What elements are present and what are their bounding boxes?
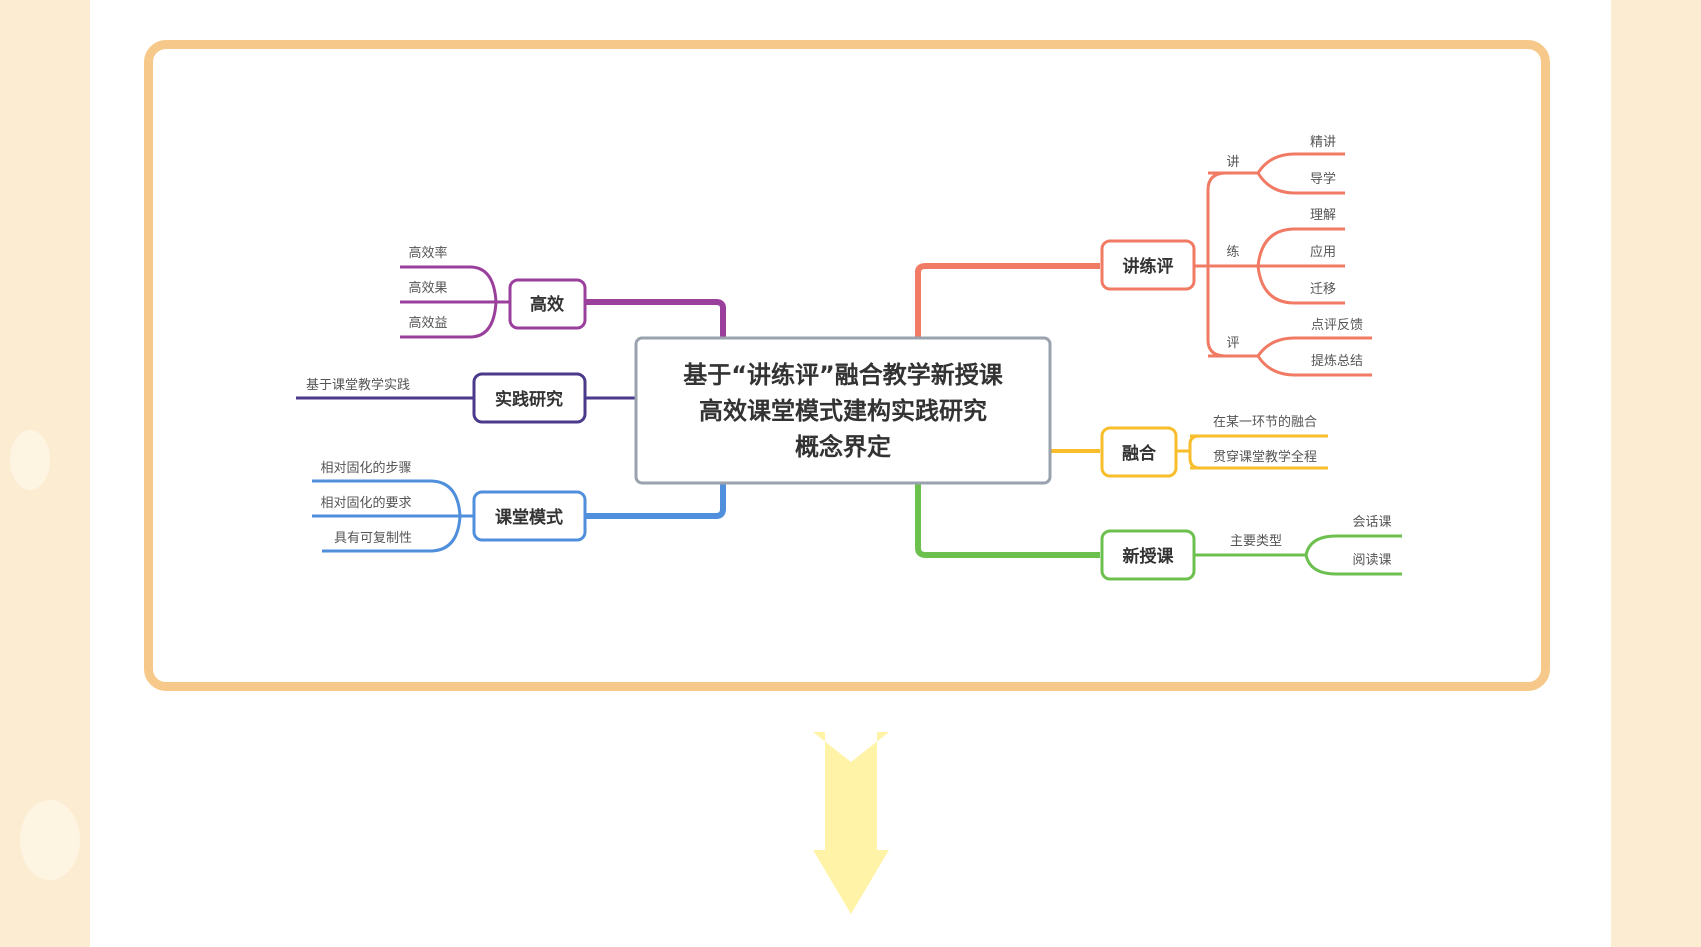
- node-ping: 评: [1226, 336, 1239, 351]
- node-jianglianping-label: 讲练评: [1123, 256, 1174, 277]
- leaf-qianyi: 迁移: [1310, 282, 1336, 297]
- node-zhuyaoleixing: 主要类型: [1230, 534, 1282, 549]
- decorative-blob: [10, 430, 50, 490]
- leaf-jingjiang: 精讲: [1310, 135, 1336, 150]
- connector-jianglianping: [915, 263, 1100, 338]
- leaf-jiyuketangjiaoxue: 基于课堂教学实践: [306, 377, 410, 393]
- connector-ketangmoshi: [585, 483, 726, 519]
- node-ketangmoshi: [472, 490, 587, 542]
- node-gaoxiao-label: 高效: [530, 294, 564, 315]
- leaf-tilianzongjie: 提炼总结: [1311, 353, 1363, 369]
- node-ronghe-label: 融合: [1122, 443, 1157, 464]
- left-margin-panel: [0, 0, 90, 947]
- leaf-guanchuanketang: 贯穿课堂教学全程: [1213, 449, 1317, 465]
- connector-ping-leaves: [1256, 336, 1372, 377]
- connector-gaoxiao: [585, 299, 726, 338]
- leaf-zaimouyihuanjie: 在某一环节的融合: [1213, 414, 1317, 430]
- central-node: [634, 336, 1052, 485]
- node-lian: 练: [1226, 245, 1239, 260]
- central-title-line-3: 概念界定: [795, 433, 891, 461]
- leaf-yingyong: 应用: [1310, 244, 1336, 260]
- connector-ronghe-leaves: [1176, 434, 1328, 470]
- leaf-gaoxiaolv: 高效率: [408, 245, 447, 261]
- node-shijianyanjiu-label: 实践研究: [495, 389, 563, 410]
- connector-xinshouke-leaves: [1304, 534, 1402, 576]
- connector-lian-leaves: [1256, 227, 1345, 305]
- node-jianglianping: [1100, 239, 1196, 291]
- leaf-juyoukefuzhixing: 具有可复制性: [334, 531, 412, 546]
- node-ronghe: [1100, 426, 1178, 478]
- leaf-huihuake: 会话课: [1352, 515, 1391, 530]
- node-jiang: 讲: [1226, 155, 1239, 170]
- leaf-xiangduiguhuabuzhou: 相对固化的步骤: [320, 460, 411, 476]
- central-title-line-2: 高效课堂模式建构实践研究: [699, 397, 987, 425]
- leaf-dianpingfankui: 点评反馈: [1311, 318, 1363, 333]
- node-xinshouke-label: 新授课: [1123, 546, 1175, 567]
- connector-jiang-leaves: [1256, 152, 1345, 195]
- leaf-daoxue: 导学: [1310, 171, 1336, 187]
- down-arrow-icon: [813, 732, 889, 914]
- node-gaoxiao: [508, 278, 587, 330]
- connector-xinshouke: [915, 483, 1100, 558]
- leaf-lijie: 理解: [1310, 208, 1336, 223]
- leaf-gaoxiaoyi: 高效益: [408, 315, 447, 331]
- connector-gaoxiao-leaves: [400, 265, 510, 339]
- central-title-line-1: 基于“讲练评”融合教学新授课: [683, 361, 1004, 389]
- node-ketangmoshi-label: 课堂模式: [495, 507, 563, 528]
- node-xinshouke: [1100, 529, 1196, 581]
- leaf-yueduke: 阅读课: [1352, 553, 1391, 568]
- decorative-blob: [20, 800, 80, 880]
- leaf-gaoxiaoguo: 高效果: [408, 280, 447, 296]
- right-margin-panel: [1611, 0, 1701, 947]
- leaf-xiangduiguhuayaoqiu: 相对固化的要求: [320, 495, 411, 511]
- connector-ketang-leaves: [312, 479, 474, 553]
- node-shijianyanjiu: [472, 372, 587, 424]
